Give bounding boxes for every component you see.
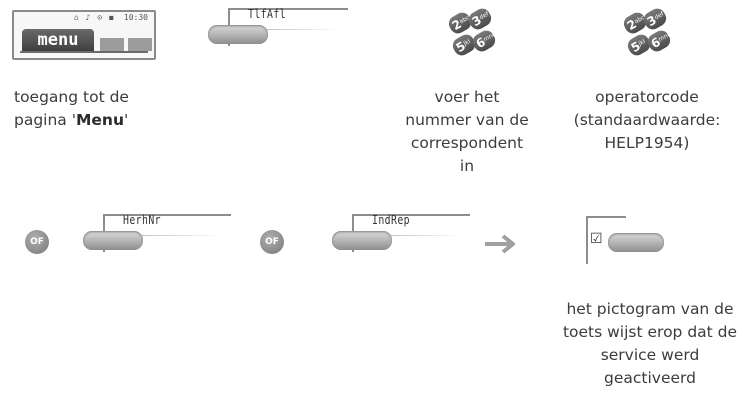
softkey-line <box>260 29 340 30</box>
arrow-right-icon <box>485 234 515 254</box>
softkey-button-icon <box>608 233 664 252</box>
keypad-icon: 2abc 3def 5jkl 6mno <box>620 5 674 60</box>
caption-enter-number: voer het nummer van de correspondent in <box>405 88 529 175</box>
softkey-button-icon <box>332 231 392 250</box>
softkey-line <box>384 235 462 236</box>
tab-3 <box>128 38 152 51</box>
menu-tab: menu <box>22 29 94 51</box>
softkey-label: TlfAfl <box>248 7 287 21</box>
clock: 10:30 <box>123 13 148 22</box>
softkey-button-icon <box>208 25 268 44</box>
status-bar: ⌂ ♪ ⊙ ◼ 10:30 <box>14 12 154 24</box>
status-icons: ⌂ ♪ ⊙ ◼ <box>74 13 115 22</box>
key-6-icon: 6mno <box>644 27 674 55</box>
keypad-icon: 2abc 3def 5jkl 6mno <box>445 5 499 60</box>
softkey-label: IndRep <box>372 213 411 227</box>
softkey-label: HerhNr <box>123 213 162 227</box>
caption-service-activated: het pictogram van de toets wijst erop da… <box>562 300 738 387</box>
or-badge: OF <box>25 230 49 254</box>
softkey-line <box>135 235 223 236</box>
tab-2 <box>100 38 124 51</box>
softkey-herhnr: HerhNr <box>83 213 231 252</box>
key-6-icon: 6mno <box>469 27 499 55</box>
softkey-button-icon <box>83 231 143 250</box>
softkey-tlfafl: TlfAfl <box>208 7 348 46</box>
tab-baseline <box>20 51 148 53</box>
phone-screen-menu-icon: ⌂ ♪ ⊙ ◼ 10:30 menu <box>12 10 156 60</box>
softkey-indrep: IndRep <box>332 213 470 252</box>
key-frame <box>586 216 626 264</box>
activated-key-icon: ☑ <box>586 216 664 264</box>
caption-operator-code: operatorcode (standaardwaarde: HELP1954) <box>573 88 721 152</box>
checkbox-icon: ☑ <box>590 231 603 247</box>
caption-menu-access: toegang tot de pagina 'Menu' <box>14 88 129 129</box>
or-badge: OF <box>260 230 284 254</box>
